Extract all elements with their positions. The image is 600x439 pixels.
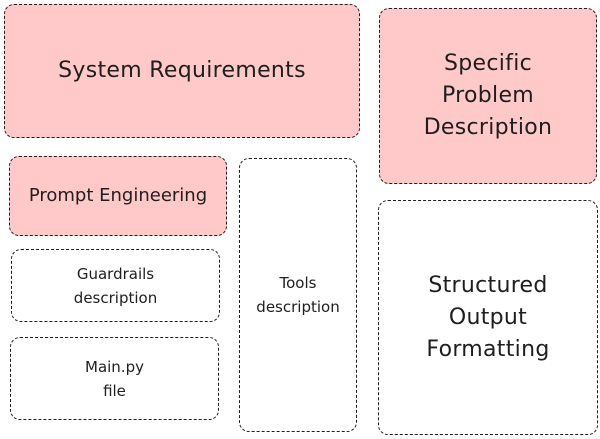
prompt-engineering-box: Prompt Engineering bbox=[9, 156, 227, 236]
guardrails-description-line-2: description bbox=[73, 288, 158, 307]
main-py-file-box: Main.py file bbox=[10, 337, 219, 420]
specific-problem-description-box: Specific Problem Description bbox=[379, 8, 597, 184]
structured-output-line-1: Structured bbox=[428, 272, 548, 298]
system-requirements-label: System Requirements bbox=[58, 58, 306, 83]
structured-output-line-3: Formatting bbox=[426, 336, 550, 362]
structured-output-line-2: Output bbox=[448, 304, 528, 330]
prompt-engineering-label: Prompt Engineering bbox=[28, 185, 208, 206]
tools-description-box: Tools description bbox=[239, 158, 357, 432]
tools-description-line-2: description bbox=[256, 298, 340, 316]
system-requirements-box: System Requirements bbox=[4, 4, 360, 138]
structured-output-formatting-box: Structured Output Formatting bbox=[378, 200, 598, 435]
main-py-file-line-1: Main.py bbox=[85, 357, 144, 376]
main-py-file-line-2: file bbox=[103, 381, 126, 400]
guardrails-description-box: Guardrails description bbox=[11, 249, 220, 322]
tools-description-line-1: Tools bbox=[279, 274, 317, 292]
guardrails-description-line-1: Guardrails bbox=[76, 264, 155, 283]
specific-problem-line-3: Description bbox=[423, 115, 553, 140]
specific-problem-line-2: Problem bbox=[441, 83, 535, 108]
specific-problem-line-1: Specific bbox=[443, 51, 533, 76]
